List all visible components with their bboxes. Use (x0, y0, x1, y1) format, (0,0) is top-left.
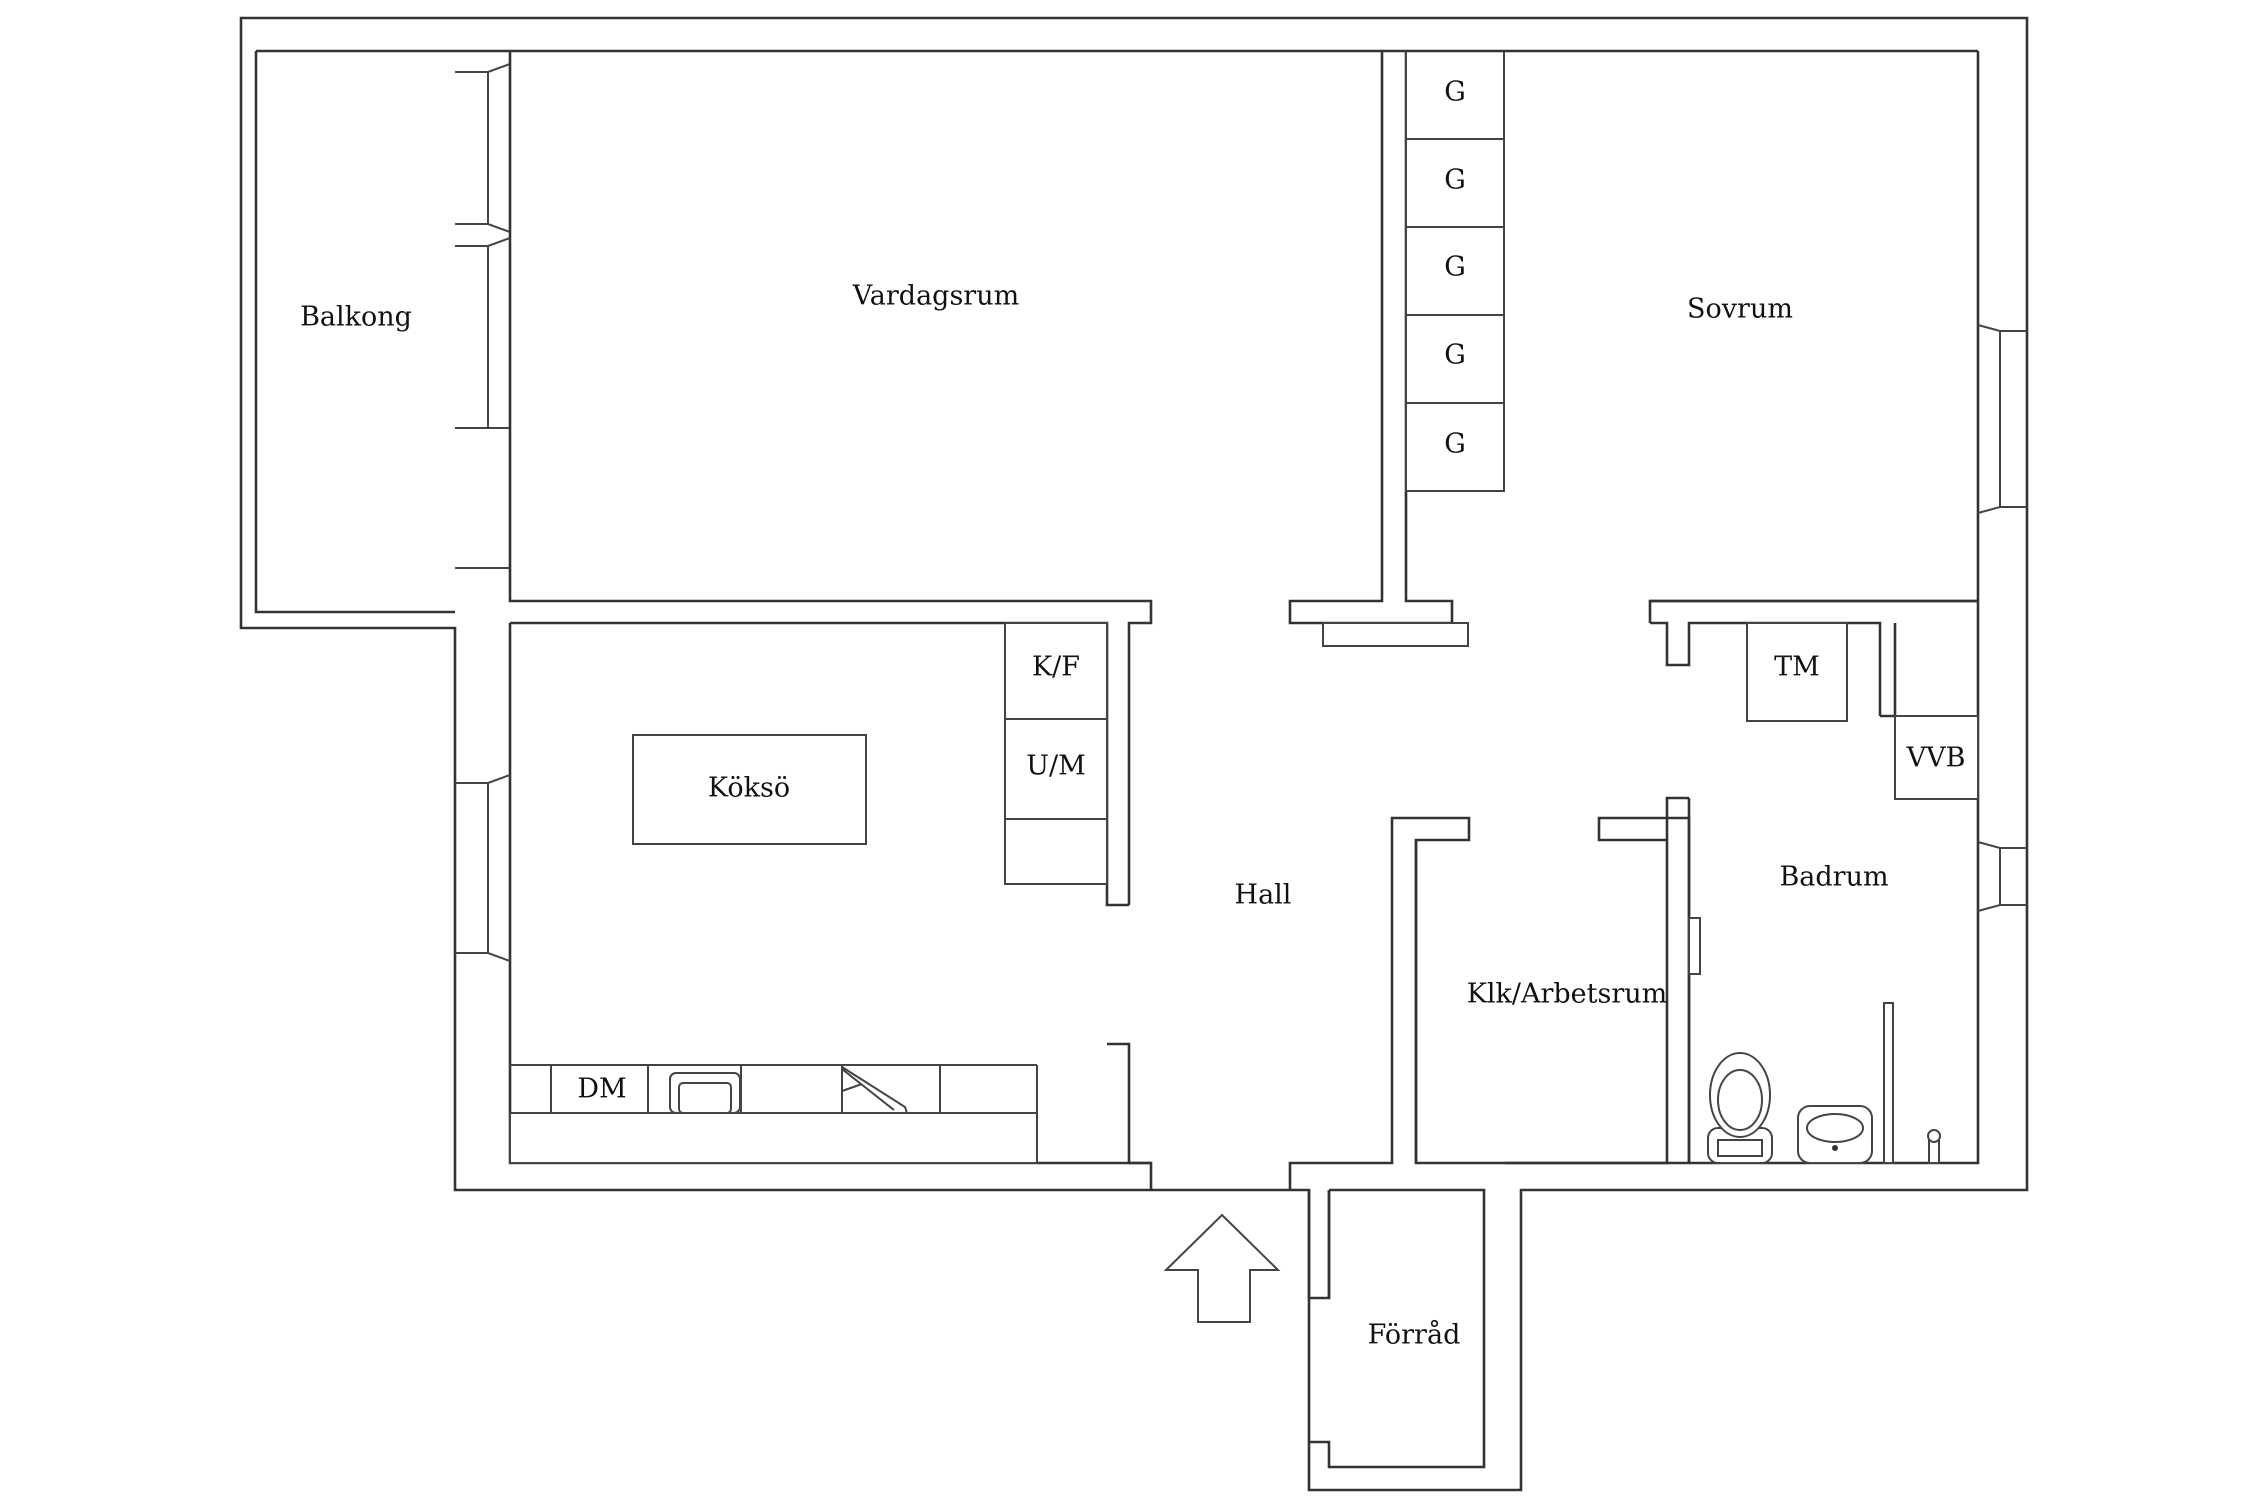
klk-arbetsrum-label: Klk/Arbetsrum (1467, 979, 1668, 1010)
water-heater (1894, 715, 1979, 800)
tall-cabinet (1004, 818, 1108, 885)
wardrobe-label: G (1444, 429, 1466, 460)
oven-microwave (1004, 718, 1108, 820)
exterior-walls (239, 16, 2029, 1492)
vardagsrum-label: Vardagsrum (852, 281, 1019, 312)
wardrobe-label: G (1444, 340, 1466, 371)
balcony-window-frames (455, 63, 511, 601)
balkong-label: Balkong (300, 302, 412, 333)
sovrum-room: Sovrum (1406, 49, 2027, 716)
kitchen-counter (509, 1112, 1038, 1164)
wardrobe-column: G G G G G (1405, 50, 1505, 492)
kokso-label: Köksö (708, 773, 790, 804)
vvb-label: VVB (1906, 743, 1966, 774)
vardagsrum-room: Vardagsrum (508, 49, 1454, 905)
klk-arbetsrum-room: Klk/Arbetsrum (1414, 816, 1691, 1165)
toilet-icon (1707, 1052, 1773, 1164)
shower-screen (1883, 1002, 1894, 1164)
hall-room: Hall (1163, 816, 1471, 1323)
kitchen-sink-icon (669, 1072, 741, 1114)
wardrobe-label: G (1444, 252, 1466, 283)
dm-label: DM (577, 1074, 626, 1105)
kok-room: Köksö K/F U/M DM (455, 621, 1153, 1190)
bathroom-door (1688, 917, 1701, 975)
um-label: U/M (1026, 751, 1086, 782)
badrum-label: Badrum (1779, 862, 1888, 893)
faucet-icon (1927, 1129, 1941, 1164)
washbasin-icon (1797, 1105, 1873, 1164)
tm-label: TM (1774, 652, 1820, 683)
wardrobe (1405, 402, 1505, 492)
kf-label: K/F (1032, 652, 1080, 683)
kitchen-island (632, 734, 867, 845)
stove-icon (841, 1066, 908, 1114)
badrum-room: TM VVB Badrum (1665, 622, 2027, 1164)
sovrum-label: Sovrum (1687, 294, 1793, 325)
forrad-label: Förråd (1368, 1319, 1461, 1351)
dryer (1746, 622, 1848, 722)
hall-label: Hall (1235, 880, 1292, 911)
wardrobe-label: G (1444, 165, 1466, 196)
wardrobe (1405, 138, 1505, 228)
arrow-up-icon (1163, 1213, 1281, 1323)
hall-shelf (1322, 622, 1469, 647)
balkong-room: Balkong (254, 49, 455, 614)
forrad-room: Förråd (1307, 1188, 1486, 1469)
fridge-freezer (1004, 622, 1108, 720)
wardrobe-label: G (1444, 77, 1466, 108)
